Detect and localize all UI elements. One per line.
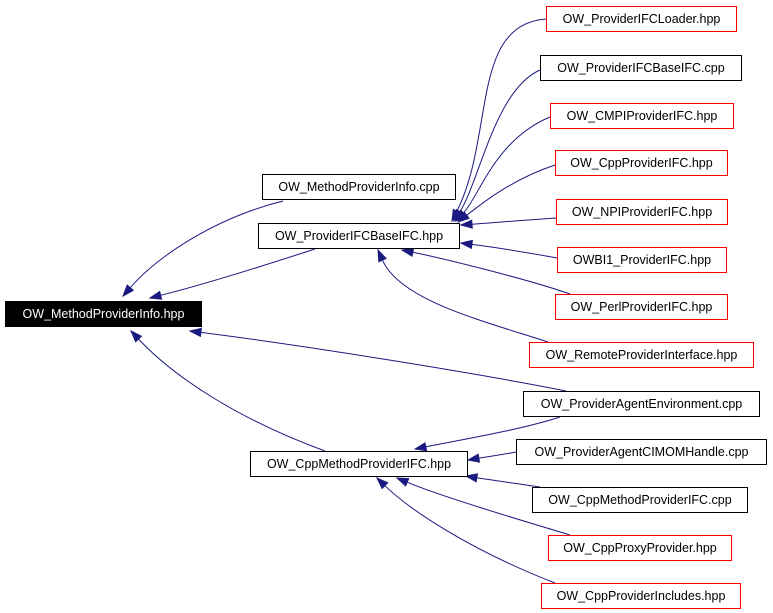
edgeprovider-i-f-c-base-i-f-c-hpp-toroot: [160, 248, 316, 296]
edgecpp-method-provider-i-f-c-cpp-tocpp-method-provider-i-f-c-hpp: [476, 477, 541, 488]
node-ow-cppmethodprovideriffc-cpp[interactable]: OW_CppMethodProviderIFC.cpp: [532, 487, 748, 513]
arrowheadperl-provider-i-f-c-hpp-toprovider-i-f-c-base-i-f-c-hpp: [400, 247, 415, 258]
arrowheadcpp-proxy-provider-hpp-tocpp-method-provider-i-f-c-hpp: [395, 477, 410, 487]
node-ow-perlprovideriffc-hpp[interactable]: OW_PerlProviderIFC.hpp: [555, 294, 728, 320]
edge-layer: [122, 18, 571, 584]
node-ow-methodproviderinfo-cpp[interactable]: OW_MethodProviderInfo.cpp: [262, 174, 456, 200]
node-ow-provideriffcbaseifc-hpp[interactable]: OW_ProviderIFCBaseIFC.hpp: [258, 223, 460, 249]
arrowheadprovider-agent-environment-cpp-toroot: [188, 327, 202, 338]
arrowheadcpp-method-provider-i-f-c-cpp-tocpp-method-provider-i-f-c-hpp: [464, 473, 479, 483]
node-ow-methodproviderinfo-hpp: OW_MethodProviderInfo.hpp: [5, 301, 202, 327]
node-ow-cppproviderincludes-hpp[interactable]: OW_CppProviderIncludes.hpp: [541, 583, 741, 609]
edgenpi-provider-i-f-c-hpp-toprovider-i-f-c-base-i-f-c-hpp: [471, 217, 557, 225]
edgeremote-provider-interface-hpp-toprovider-i-f-c-base-i-f-c-hpp: [381, 259, 549, 343]
edgeprovider-agent-environment-cpp-tocpp-method-provider-i-f-c-hpp: [425, 416, 561, 448]
edgeprovider-agent-environment-cpp-toroot: [200, 331, 567, 392]
arrowheadowbi1-provider-i-f-c-hpp-toprovider-i-f-c-base-i-f-c-hpp: [459, 239, 473, 250]
node-ow-provideragentenvironment-cpp[interactable]: OW_ProviderAgentEnvironment.cpp: [523, 391, 760, 417]
arrowheadcpp-method-provider-i-f-c-hpp-toroot: [130, 329, 143, 343]
arrowheadprovider-i-f-c-base-i-f-c-hpp-toroot: [148, 290, 163, 300]
node-ow-provideragentcimomhandle-cpp[interactable]: OW_ProviderAgentCIMOMHandle.cpp: [516, 439, 767, 465]
node-ow-remoteproviderinterface-hpp[interactable]: OW_RemoteProviderInterface.hpp: [529, 342, 754, 368]
arrowheadcpp-provider-i-f-c-hpp-toprovider-i-f-c-base-i-f-c-hpp: [456, 211, 470, 223]
edgeprovider-i-f-c-base-i-f-c-cpp-toprovider-i-f-c-base-i-f-c-hpp: [459, 69, 541, 212]
node-ow-npiprovideriffc-hpp[interactable]: OW_NPIProviderIFC.hpp: [556, 199, 728, 225]
node-ow-cppmethodprovideriffc-hpp[interactable]: OW_CppMethodProviderIFC.hpp: [250, 451, 468, 477]
edgecmpi-provider-i-f-c-hpp-toprovider-i-f-c-base-i-f-c-hpp: [463, 116, 551, 214]
arrowheadremote-provider-interface-hpp-toprovider-i-f-c-base-i-f-c-hpp: [377, 248, 387, 263]
node-ow-cmpiprovideriffc-hpp[interactable]: OW_CMPIProviderIFC.hpp: [550, 103, 734, 129]
edgeprovider-i-f-c-loader-hpp-toprovider-i-f-c-base-i-f-c-hpp: [456, 18, 547, 212]
node-ow-cppproxyprovider-hpp[interactable]: OW_CppProxyProvider.hpp: [548, 535, 732, 561]
edgeprovider-agent-c-i-m-o-m-handle-cpp-tocpp-method-provider-i-f-c-hpp: [478, 451, 517, 459]
edgecpp-provider-i-f-c-hpp-toprovider-i-f-c-base-i-f-c-hpp: [466, 164, 556, 216]
arrowheadprovider-agent-c-i-m-o-m-handle-cpp-tocpp-method-provider-i-f-c-hpp: [466, 453, 481, 463]
edgecpp-proxy-provider-hpp-tocpp-method-provider-i-f-c-hpp: [406, 481, 571, 536]
edgecpp-provider-includes-hpp-tocpp-method-provider-i-f-c-hpp: [384, 485, 556, 584]
arrowheadmethod-provider-info-cpp-toroot: [122, 284, 135, 298]
node-ow-cppprovideriffc-hpp[interactable]: OW_CppProviderIFC.hpp: [555, 150, 728, 176]
edgemethod-provider-info-cpp-toroot: [129, 200, 284, 289]
edgeowbi1-provider-i-f-c-hpp-toprovider-i-f-c-base-i-f-c-hpp: [471, 243, 558, 259]
arrowheadcpp-provider-includes-hpp-tocpp-method-provider-i-f-c-hpp: [375, 476, 389, 490]
edgeperl-provider-i-f-c-hpp-toprovider-i-f-c-base-i-f-c-hpp: [412, 251, 571, 295]
edgecpp-method-provider-i-f-c-hpp-toroot: [138, 338, 326, 452]
arrowheadprovider-agent-environment-cpp-tocpp-method-provider-i-f-c-hpp: [413, 442, 428, 452]
arrowheadnpi-provider-i-f-c-hpp-toprovider-i-f-c-base-i-f-c-hpp: [459, 219, 473, 229]
node-ow-provideriffcbaseifc-cpp[interactable]: OW_ProviderIFCBaseIFC.cpp: [540, 55, 742, 81]
node-owbi1-provideriffc-hpp[interactable]: OWBI1_ProviderIFC.hpp: [557, 247, 727, 273]
node-ow-provideriffcloader-hpp[interactable]: OW_ProviderIFCLoader.hpp: [546, 6, 737, 32]
